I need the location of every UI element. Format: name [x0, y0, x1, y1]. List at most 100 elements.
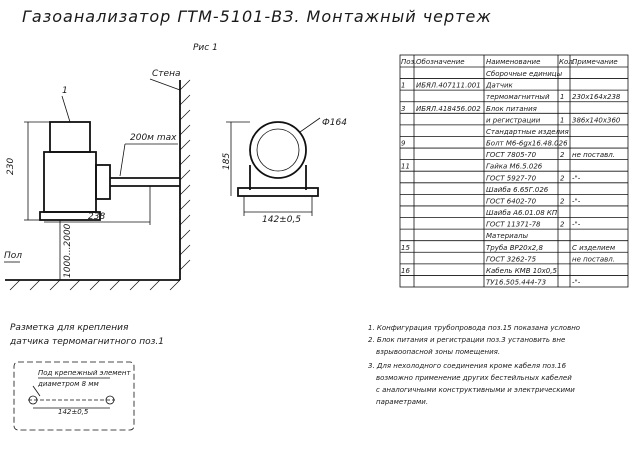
front-view: Ф164 185 142±0,5 — [222, 117, 347, 225]
table-cell: 230х164х238 — [572, 93, 621, 101]
table-row: Сборочные единицы — [486, 70, 563, 78]
table-cell: 15 — [401, 244, 410, 252]
note-line-5: возможно применение других бестейльных к… — [376, 374, 572, 382]
wall-label: Стена — [152, 69, 180, 79]
table-cell: ГОСТ 5927-70 — [486, 174, 537, 182]
sensor-flange — [95, 164, 111, 200]
table-cell: 1 — [401, 82, 405, 90]
table-cell: не поставл. — [572, 255, 615, 263]
table-cell: -"- — [572, 221, 581, 229]
wall-hatching — [179, 79, 191, 271]
note-line-4: 3. Для нехолодного соединения кроме кабе… — [368, 362, 567, 370]
table-cell: ТУ16.505.444-73 — [486, 279, 546, 287]
table-cell: Сборочные единицы — [486, 70, 563, 78]
table-row: Стандартные изделия — [486, 128, 569, 136]
note-line-7: параметрами. — [376, 398, 428, 406]
header-designation: Обозначение — [416, 58, 465, 66]
table-cell: -"- — [572, 279, 581, 287]
table-cell: ГОСТ 11371-78 — [486, 221, 541, 229]
element-label-1: Под крепежный элемент — [38, 369, 131, 377]
sensor-body — [43, 151, 97, 213]
sensor-outer-circle — [249, 121, 307, 179]
drawing-title: Газоанализатор ГТМ-5101-ВЗ. Монтажный че… — [22, 7, 492, 26]
table-cell: -"- — [572, 174, 581, 182]
table-cell: Датчик — [485, 82, 514, 90]
table-cell: Гайка М6.5.026 — [486, 163, 543, 171]
note-line-1: 1. Конфигурация трубопровода поз.15 пока… — [368, 324, 580, 332]
side-view: Стена Пол 1 200м max 230 238 1000...2000 — [4, 69, 191, 291]
table-cell: 1 — [560, 116, 564, 124]
table-row: Шайба 6.65Г.026 — [486, 186, 549, 194]
dim-height: 230 — [6, 158, 16, 175]
table-cell: 2 — [560, 197, 565, 205]
marking-dim-spacing: 142±0,5 — [58, 408, 89, 416]
note-line-2: 2. Блок питания и регистрации поз.3 уста… — [368, 336, 565, 344]
table-row: термомагнитный 1 230х164х238 — [486, 93, 621, 101]
table-row: ГОСТ 6402-70 2 -"- — [486, 197, 581, 205]
table-row: и регистрации 1 386х140х360 — [486, 116, 621, 124]
item-callout: 1 — [62, 86, 68, 96]
note-line-6: с аналогичными конструктивными и электри… — [376, 386, 575, 394]
header-qty: Кол. — [559, 58, 575, 66]
marking-template-frame — [13, 361, 135, 431]
table-cell: 9 — [401, 140, 406, 148]
table-cell: 11 — [401, 163, 410, 171]
table-cell: 386х140х360 — [572, 116, 621, 124]
sensor-head — [49, 121, 91, 153]
table-row: Шайба А6.01.08 КП — [486, 209, 558, 217]
table-row: 16 Кабель КМВ 10х0,5 — [401, 267, 557, 275]
table-cell: С изделием — [572, 244, 616, 252]
dim-floor-range: 1000...2000 — [63, 223, 73, 278]
floor-label: Пол — [4, 251, 22, 261]
note-line-3: взрывоопасной зоны помещения. — [376, 348, 500, 356]
table-cell: термомагнитный — [486, 93, 550, 101]
table-cell: Материалы — [486, 232, 528, 240]
table-row: 15 Труба ВР20х2,8 С изделием — [401, 244, 616, 252]
table-cell: 16 — [401, 267, 410, 275]
figure-label: Рис 1 — [193, 43, 218, 53]
notes: 1. Конфигурация трубопровода поз.15 пока… — [368, 324, 580, 406]
table-row: 3 ИБЯЛ.418456.002 Блок питания — [401, 105, 537, 113]
table-cell: ИБЯЛ.407111.001 — [416, 82, 481, 90]
table-row: ТУ16.505.444-73 -"- — [486, 279, 581, 287]
table-cell: Труба ВР20х2,8 — [486, 244, 543, 252]
element-label-2: диаметром 8 мм — [37, 380, 100, 388]
dim-diameter: Ф164 — [322, 118, 347, 128]
marking-section: Разметка для крепления датчика термомагн… — [9, 323, 164, 431]
table-cell: 2 — [560, 174, 565, 182]
sensor-mount-foot — [237, 187, 319, 197]
table-cell: Блок питания — [486, 105, 537, 113]
dim-pipe-length: 200м max — [130, 133, 177, 143]
table-row: ГОСТ 11371-78 2 -"- — [486, 221, 581, 229]
table-cell: 3 — [401, 105, 405, 113]
table-row: Материалы — [486, 232, 528, 240]
table-row: 1 ИБЯЛ.407111.001 Датчик — [401, 82, 514, 90]
table-cell: не поставл. — [572, 151, 615, 159]
header-name: Наименование — [486, 58, 540, 66]
header-note: Примечание — [572, 58, 618, 66]
table-cell: Шайба А6.01.08 КП — [486, 209, 558, 217]
table-row: 11 Гайка М6.5.026 — [401, 163, 543, 171]
table-cell: и регистрации — [486, 116, 541, 124]
table-cell: ИБЯЛ.418456.002 — [416, 105, 481, 113]
table-cell: 2 — [560, 221, 565, 229]
table-row: ГОСТ 7805-70 2 не поставл. — [486, 151, 615, 159]
table-cell: 1 — [560, 93, 564, 101]
table-cell: Кабель КМВ 10х0,5 — [486, 267, 557, 275]
table-cell: -"- — [572, 197, 581, 205]
marking-heading-1: Разметка для крепления — [10, 323, 129, 333]
table-cell: Шайба 6.65Г.026 — [486, 186, 549, 194]
spec-table: Поз. Обозначение Наименование Кол. Приме… — [399, 54, 629, 288]
floor-hatching — [9, 279, 181, 291]
dim-width: 238 — [88, 212, 105, 222]
table-cell: 2 — [560, 151, 565, 159]
table-cell: ГОСТ 6402-70 — [486, 197, 537, 205]
sensor-inner-circle — [256, 128, 300, 172]
table-cell: ГОСТ 7805-70 — [486, 151, 537, 159]
marking-heading-2: датчика термомагнитного поз.1 — [9, 337, 164, 347]
dim-mount-spacing: 142±0,5 — [262, 215, 301, 225]
